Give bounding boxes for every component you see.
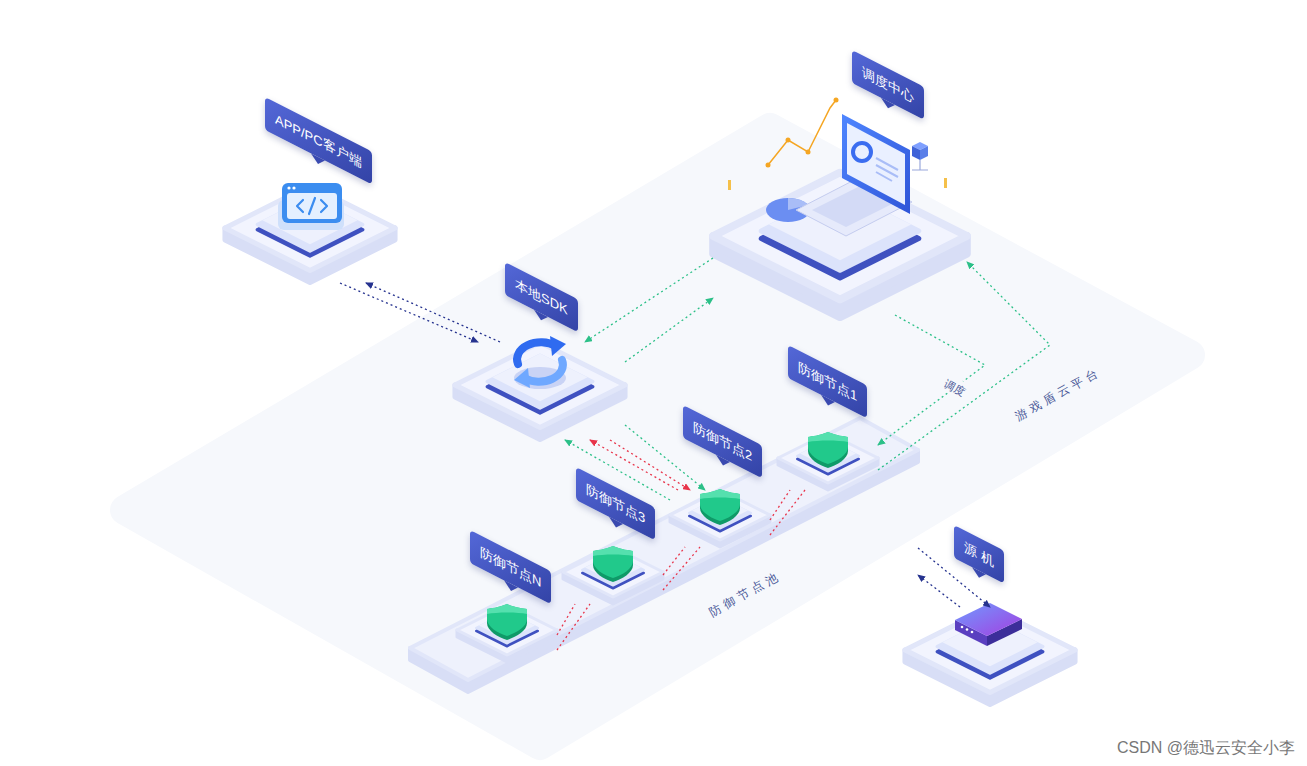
art-use	[593, 546, 633, 582]
plane-label: 游戏盾云平台	[1012, 362, 1105, 424]
dotted-connector	[663, 547, 700, 590]
dotted-connector	[557, 604, 590, 650]
defense-pool: 防御节点池防御节点1防御节点2防御节点3防御节点N	[410, 418, 918, 692]
art-polygon	[920, 146, 928, 160]
art-polygon	[842, 114, 910, 214]
watermark-text: CSDN @德迅云安全小李	[1117, 739, 1295, 756]
art-use	[778, 433, 878, 490]
dotted-connector	[663, 547, 685, 575]
art-circle	[287, 186, 290, 189]
dotted-connector	[366, 283, 500, 342]
dotted-connector	[585, 258, 713, 342]
node-title: 防御节点1	[798, 359, 857, 404]
region-title: 防御节点池	[707, 568, 784, 619]
dotted-connector	[878, 315, 985, 445]
art-use	[700, 489, 740, 525]
dispatch-node: 调度中心	[713, 171, 967, 315]
callout-bubble: 源 机	[954, 525, 1004, 583]
art-circle	[853, 143, 871, 161]
art-use	[457, 605, 557, 662]
node-title: 源 机	[964, 539, 994, 569]
art-circle	[961, 626, 964, 629]
dotted-connector	[557, 604, 575, 635]
callout-bubble: 防御节点3	[576, 467, 655, 540]
client-node: APP/PC客户端	[225, 185, 395, 283]
art-path	[912, 160, 928, 170]
dotted-connector	[340, 283, 478, 342]
dotted-connector	[770, 490, 805, 535]
art-use	[563, 547, 663, 604]
defense-node: 防御节点2	[670, 490, 770, 547]
art-polygon	[550, 336, 566, 356]
defense-node: 防御节点1	[778, 433, 878, 490]
defense-node: 防御节点N	[457, 605, 557, 662]
art-circle	[806, 150, 811, 155]
art-polygon	[125, 128, 1190, 745]
art-rect	[282, 183, 342, 223]
art-circle	[971, 631, 974, 634]
callout-bubble: 本地SDK	[505, 262, 578, 332]
art-polygon	[847, 123, 905, 205]
art-circle	[834, 98, 839, 103]
art-polygon	[514, 368, 530, 388]
art-use	[670, 490, 770, 547]
art-polygon	[410, 418, 918, 680]
dotted-connector	[625, 298, 713, 362]
dotted-connector	[878, 262, 1050, 470]
art-path	[297, 198, 327, 214]
callout-bubble: 调度中心	[852, 50, 924, 120]
sdk-node: 本地SDK	[455, 342, 625, 440]
node-title: 防御节点2	[693, 419, 752, 464]
art-use	[455, 343, 625, 440]
watermark: CSDN @德迅云安全小李	[1117, 738, 1295, 758]
art-path	[517, 342, 556, 364]
art-rect	[287, 193, 337, 219]
art-rect	[728, 180, 731, 190]
art-path	[524, 360, 563, 382]
callout-bubble: 防御节点1	[788, 345, 867, 418]
callout-bubble: APP/PC客户端	[265, 97, 372, 184]
art-use	[713, 173, 967, 318]
cloud-platform: 游戏盾云平台本地SDK调度中心防御节点池防御节点1防御节点2防御节点3防御节点N	[120, 125, 1195, 750]
dotted-connector	[610, 440, 690, 490]
plane-label: 防御节点池	[706, 566, 785, 621]
art-circle	[766, 163, 771, 168]
art-use	[487, 604, 527, 640]
art-rect	[944, 178, 947, 188]
origin-node: 源 机	[905, 607, 1075, 705]
node-title: APP/PC客户端	[275, 111, 362, 170]
art-polygon	[912, 146, 920, 160]
art-use	[225, 186, 395, 283]
art-use	[808, 432, 848, 468]
art-circle	[292, 186, 295, 189]
node-title: 调度中心	[862, 64, 914, 105]
art-polyline	[768, 100, 836, 165]
node-title: 本地SDK	[515, 276, 568, 318]
node-title: 防御节点N	[480, 544, 541, 590]
node-title: 防御节点3	[586, 481, 645, 526]
callout-bubble: 防御节点N	[470, 530, 551, 604]
dotted-connector	[770, 490, 790, 520]
callout-bubble: 防御节点2	[683, 405, 762, 478]
region-title: 游戏盾云平台	[1013, 364, 1104, 423]
art-circle	[786, 138, 791, 143]
art-circle	[966, 628, 969, 631]
art-path	[876, 158, 898, 181]
dotted-connector	[918, 575, 960, 607]
defense-node: 防御节点3	[563, 547, 663, 604]
art-polygon	[955, 603, 1022, 636]
